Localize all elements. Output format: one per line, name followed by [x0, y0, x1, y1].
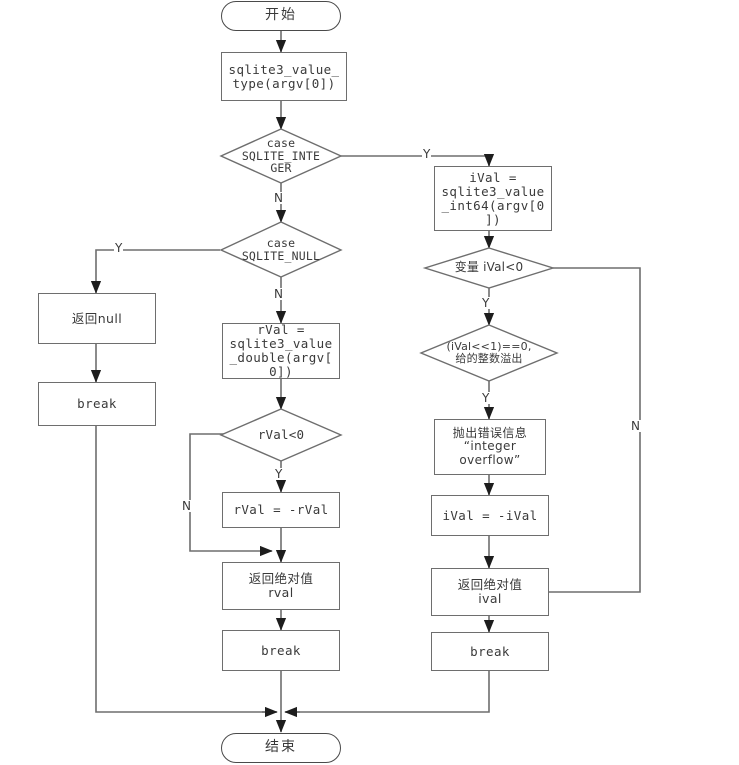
edge-caseinteger-yes [341, 154, 495, 167]
node-overflow-check[interactable]: (iVal<<1)==0, 给的整数溢出 [421, 325, 557, 381]
rval-lt-zero-label: rVal<0 [257, 427, 305, 442]
decision-case-integer-shape [219, 128, 343, 184]
edge-label-rval-yes: Y [274, 467, 284, 481]
edge-label-ival-yes: Y [481, 296, 491, 310]
node-throw-error[interactable]: 抛出错误信息 “integer overflow” [434, 419, 546, 475]
edge-label-null-yes: Y [114, 241, 124, 255]
node-break-null[interactable]: break [38, 382, 156, 426]
edge-label-integer-no: N [273, 191, 284, 205]
edge-label-rval-no: N [181, 499, 192, 513]
node-sqlite3-value-type[interactable]: sqlite3_value_ type(argv[0]) [221, 52, 347, 101]
node-case-sqlite-integer[interactable]: case SQLITE_INTE GER [221, 129, 341, 183]
decision-ival-lt-zero-shape [422, 247, 556, 289]
node-case-sqlite-null[interactable]: case SQLITE_NULL [221, 222, 341, 277]
edge-rvaltest-no [189, 433, 273, 557]
node-sqlite3-value-int64[interactable]: iVal = sqlite3_value _int64(argv[0 ]) [434, 166, 552, 231]
node-rval-negate[interactable]: rVal = -rVal [222, 492, 340, 528]
decision-rval-lt-zero-shape [219, 408, 343, 462]
edge-label-overflow-yes: Y [481, 391, 491, 405]
node-ival-lt-zero[interactable]: 变量 iVal<0 [425, 248, 553, 288]
ival-lt-zero-label: 变量 iVal<0 [454, 260, 524, 275]
edge-label-null-no: N [273, 287, 284, 301]
edge-breaknull-to-merge [95, 426, 272, 713]
node-return-abs-ival[interactable]: 返回绝对值 ival [431, 568, 549, 616]
node-return-null[interactable]: 返回null [38, 293, 156, 344]
case-sqlite-integer-label: case SQLITE_INTE GER [241, 135, 321, 176]
edge-label-integer-yes: Y [422, 147, 432, 161]
node-break-integer[interactable]: break [431, 632, 549, 671]
node-return-abs-rval[interactable]: 返回绝对值 rval [222, 562, 340, 610]
node-start[interactable]: 开始 [221, 1, 341, 31]
node-rval-lt-zero[interactable]: rVal<0 [221, 409, 341, 461]
case-sqlite-null-label: case SQLITE_NULL [241, 235, 321, 263]
node-ival-negate[interactable]: iVal = -iVal [431, 495, 549, 536]
decision-overflow-shape [419, 324, 559, 382]
edge-label-ival-no: N [630, 419, 641, 433]
overflow-check-label: (iVal<<1)==0, 给的整数溢出 [446, 339, 532, 365]
decision-case-null-shape [219, 221, 343, 278]
node-break-double[interactable]: break [222, 630, 340, 671]
node-end[interactable]: 结束 [221, 733, 341, 763]
edge-casenull-yes [90, 249, 220, 294]
edge-breakinteger-to-merge [290, 671, 490, 713]
node-sqlite3-value-double[interactable]: rVal = sqlite3_value _double(argv[ 0]) [222, 323, 340, 379]
